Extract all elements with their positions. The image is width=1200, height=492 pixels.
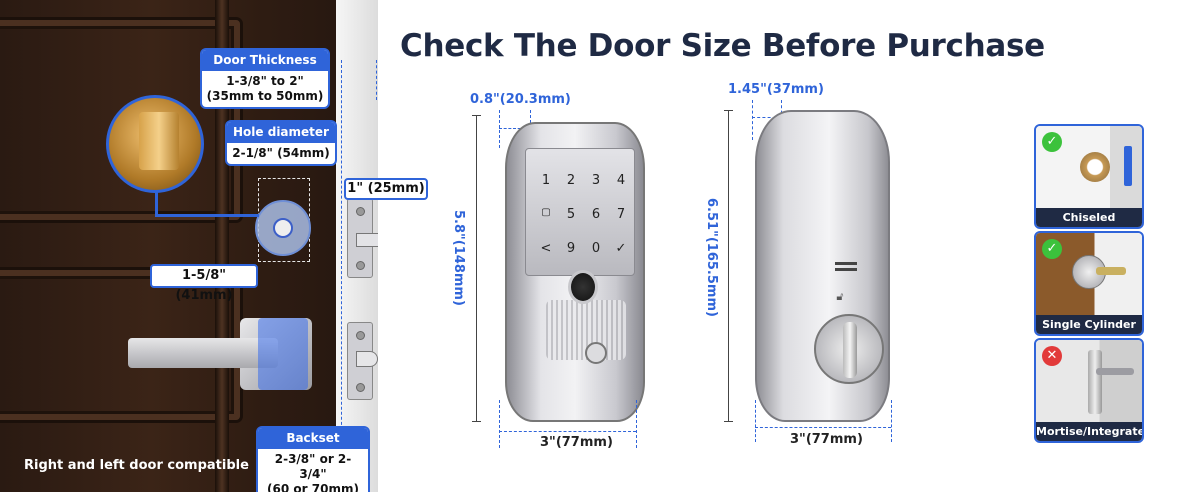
- key-back[interactable]: <: [540, 241, 552, 256]
- hole-diameter-value: 2-1/8" (54mm): [232, 146, 330, 160]
- bore-hole-icon: [1080, 152, 1110, 182]
- back-height-bar: [728, 110, 729, 422]
- backset-heading: Backset: [258, 428, 368, 449]
- back-width-guide-l: [755, 400, 756, 442]
- card-single-cylinder-image: ✓: [1036, 233, 1142, 315]
- back-height-label: 6.51"(165.5mm): [704, 198, 719, 317]
- key-6[interactable]: 6: [591, 207, 601, 222]
- check-icon: ✓: [1042, 132, 1062, 152]
- back-depth-guide-l: [752, 100, 753, 140]
- battery-slot-2: [835, 268, 857, 271]
- card-chiseled-image: ✓: [1036, 126, 1142, 208]
- handle-lever: [128, 338, 278, 368]
- zoom-leader-h: [155, 214, 259, 217]
- door-thickness-line1: 1-3/8" to 2": [226, 74, 304, 88]
- back-height-cap-top: [724, 110, 733, 111]
- front-height-cap-bottom: [472, 421, 481, 422]
- back-depth-line: [752, 117, 781, 118]
- key-icon: [1096, 267, 1126, 275]
- front-height-cap-top: [472, 115, 481, 116]
- key-7[interactable]: 7: [616, 207, 626, 222]
- latch-strike-plate: [347, 322, 378, 400]
- key-2[interactable]: 2: [566, 173, 576, 188]
- door-thickness-line2: (35mm to 50mm): [206, 89, 324, 103]
- backset-line2: (60 or 70mm): [267, 482, 359, 492]
- card-single-cylinder: ✓ Single Cylinder: [1034, 231, 1144, 336]
- hole-distance-tag: 1-5/8" (41mm): [150, 264, 258, 303]
- backset-line1: 2-3/8" or 2-3/4": [274, 452, 352, 481]
- front-width-label: 3"(77mm): [540, 435, 613, 450]
- front-width-line: [499, 431, 636, 432]
- door-thickness-heading: Door Thickness: [202, 50, 328, 71]
- deadbolt-strike-plate: [347, 198, 378, 278]
- back-width-label: 3"(77mm): [790, 432, 863, 447]
- door-edge-guide: [341, 60, 342, 460]
- lock-icon: ▢: [541, 207, 551, 218]
- latch-zoom-circle: [106, 95, 204, 193]
- deadbolt-bolt: [356, 233, 378, 247]
- thumb-turn[interactable]: [814, 314, 884, 384]
- cross-icon: ✕: [1042, 346, 1062, 366]
- mortise-plate-icon: [1088, 350, 1102, 414]
- back-width-line: [755, 427, 891, 428]
- battery-slot: [835, 262, 857, 265]
- key-9[interactable]: 9: [566, 241, 576, 256]
- front-depth-guide-l: [499, 110, 500, 148]
- front-height-bar: [476, 115, 477, 422]
- front-width-guide-r: [636, 400, 637, 448]
- card-label: Mortise/Integrated: [1036, 422, 1142, 441]
- backset-callout: Backset 2-3/8" or 2-3/4" (60 or 70mm): [256, 426, 370, 492]
- back-depth-label: 1.45"(37mm): [728, 82, 824, 97]
- backset-highlight: [258, 318, 308, 390]
- key-confirm[interactable]: ✓: [615, 241, 627, 256]
- front-height-label: 5.8"(148mm): [451, 210, 466, 306]
- key-5[interactable]: 5: [566, 207, 576, 222]
- screw-icon: [356, 331, 365, 340]
- thumb-turn-lever[interactable]: [843, 322, 857, 378]
- hole-diameter-heading: Hole diameter: [227, 122, 335, 143]
- latch-zoom-detail: [139, 112, 179, 170]
- key-3[interactable]: 3: [591, 173, 601, 188]
- front-depth-line: [499, 128, 530, 129]
- card-chiseled: ✓ Chiseled: [1034, 124, 1144, 229]
- screw-icon: [356, 207, 365, 216]
- latch-bolt: [356, 351, 378, 367]
- back-width-guide-r: [891, 400, 892, 442]
- screw-icon: [356, 261, 365, 270]
- screw-icon: [356, 383, 365, 392]
- lever-icon: [1096, 368, 1134, 375]
- card-label: Single Cylinder: [1036, 315, 1142, 334]
- unlock-icon: 🔓︎: [836, 290, 844, 303]
- fingerprint-sensor[interactable]: [568, 270, 598, 304]
- key-4[interactable]: 4: [616, 173, 626, 188]
- door-thickness-callout: Door Thickness 1-3/8" to 2" (35mm to 50m…: [200, 48, 330, 109]
- latch-edge-icon: [1124, 146, 1132, 186]
- door-photo: Door Thickness 1-3/8" to 2" (35mm to 50m…: [0, 0, 378, 492]
- key-1[interactable]: 1: [541, 173, 551, 188]
- page-title: Check The Door Size Before Purchase: [400, 28, 1045, 64]
- latch-width-tag: 1" (25mm): [344, 178, 428, 200]
- check-icon: ✓: [1042, 239, 1062, 259]
- thickness-guide: [376, 60, 377, 100]
- card-label: Chiseled: [1036, 208, 1142, 227]
- key-cylinder: [585, 342, 607, 364]
- door-caption: Right and left door compatible: [24, 458, 249, 473]
- key-0[interactable]: 0: [591, 241, 601, 256]
- bore-hole: [255, 200, 311, 256]
- front-depth-label: 0.8"(20.3mm): [470, 92, 571, 107]
- hole-diameter-callout: Hole diameter 2-1/8" (54mm): [225, 120, 337, 166]
- front-width-guide-l: [499, 400, 500, 448]
- card-mortise-image: ✕: [1036, 340, 1142, 422]
- zoom-leader-v: [155, 192, 158, 216]
- bore-core: [273, 218, 293, 238]
- back-height-cap-bottom: [724, 421, 733, 422]
- keypad: 1 2 3 4 ▢ 5 6 7 < 9 0 ✓: [525, 148, 635, 276]
- card-mortise: ✕ Mortise/Integrated: [1034, 338, 1144, 443]
